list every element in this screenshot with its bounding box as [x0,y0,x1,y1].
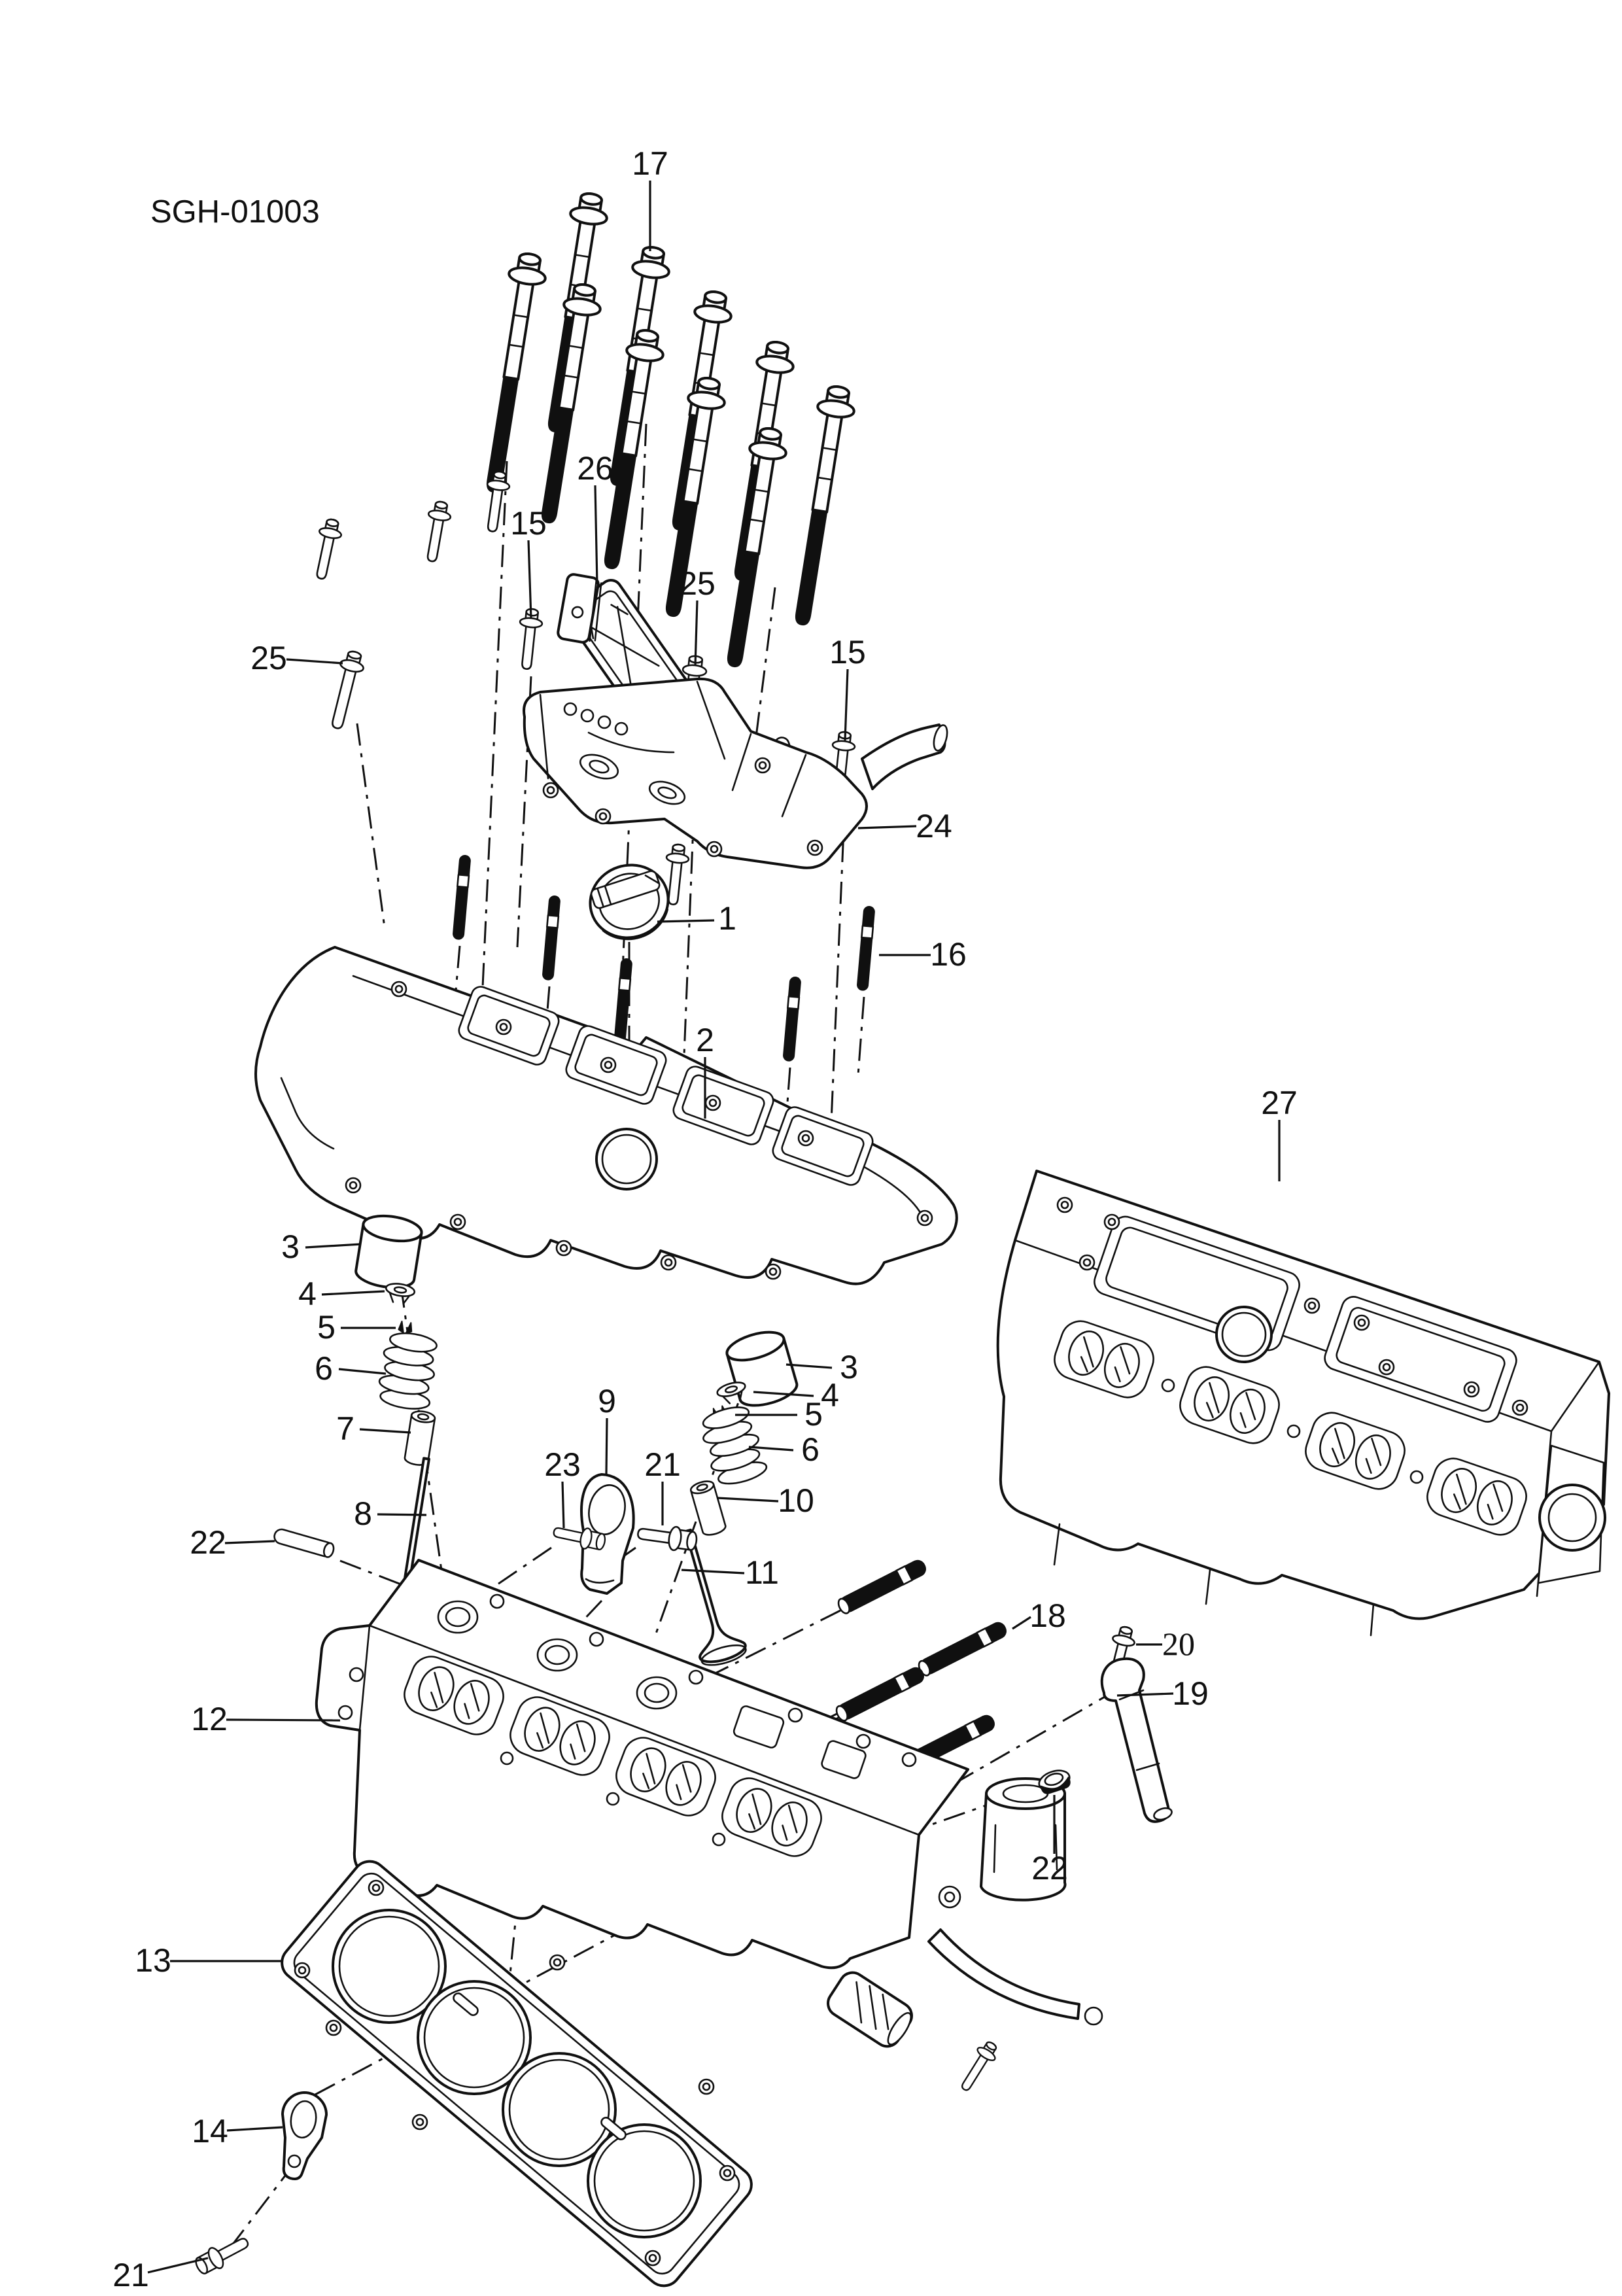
plug-22-right [1038,1769,1071,1794]
callout-11-leader [681,1569,745,1574]
bolt-21-bottom [192,2231,254,2279]
oil-filler-cap-1 [589,863,670,941]
callout-18-leader [1012,1616,1031,1630]
keeper-5-left [397,1320,414,1335]
callout-5-label: 5 [317,1309,336,1346]
callout-4-label: 4 [821,1377,839,1414]
callout-22-label: 22 [1031,1850,1068,1887]
callout-6-label: 6 [801,1431,820,1468]
callout-3-leader [785,1363,833,1369]
callout-19-leader [1116,1692,1174,1697]
callout-23-label: 23 [544,1446,581,1483]
callout-19-label: 19 [1172,1675,1209,1712]
callout-6-leader [748,1446,794,1452]
callout-15-label: 15 [829,634,866,670]
callout-21-label: 21 [644,1446,681,1483]
callout-22-leader [224,1540,275,1544]
callout-26-label: 26 [577,450,613,487]
callout-15-leader [844,669,849,741]
callout-25-label: 25 [250,640,287,676]
bolt-unlabeled [419,499,454,565]
bolt-25-left [324,648,368,732]
tappet-3-left [353,1211,425,1293]
callout-14-leader [226,2126,283,2132]
head-gasket-13 [281,1860,753,2287]
callout-25-leader [286,658,343,665]
callout-4-leader [753,1391,814,1397]
callout-23-leader [561,1481,565,1529]
bolt-unlabeled [309,516,345,582]
dipstick-tube-19 [1100,1657,1173,1823]
callout-7-leader [359,1428,411,1434]
callout-10-leader [717,1497,779,1503]
head-bolts-17 [474,190,859,671]
callout-11-label: 11 [745,1554,779,1591]
callout-3-label: 3 [840,1349,858,1385]
callout-7-label: 7 [336,1410,354,1447]
callout-3-label: 3 [281,1228,300,1265]
callout-14-label: 14 [192,2113,228,2149]
callout-22-label: 22 [190,1524,226,1561]
gasket-bores [332,1909,702,2238]
callout-8-leader [377,1513,427,1516]
callout-16-label: 16 [930,936,967,973]
tappet-3-right [722,1325,802,1412]
assembled-head-27 [996,1170,1610,1637]
stud-16-labeled [856,905,876,992]
callout-25-label: 25 [679,565,716,602]
callout-15-leader [527,540,532,619]
seal-10-right [688,1478,728,1539]
callout-13-label: 13 [135,1942,171,1979]
bolt-21-mid [635,1520,699,1554]
callout-8-label: 8 [354,1495,372,1532]
seal-7-left [403,1408,437,1468]
callout-1-leader [657,919,715,923]
hanger-14 [281,2091,328,2180]
callout-25-leader [694,600,699,667]
callout-17-label: 17 [632,145,668,182]
callout-12-label: 12 [191,1701,228,1737]
callout-26-leader [594,485,598,585]
callout-24-label: 24 [916,808,952,844]
callout-6-leader [338,1368,387,1375]
callout-1-label: 1 [718,900,736,937]
callout-20-label: 20 [1162,1626,1195,1662]
spring-6-left [375,1329,441,1413]
callout-9-label: 9 [598,1383,616,1419]
valve-cover-2 [254,946,958,1285]
manifold-24 [523,677,948,869]
callout-5-label: 5 [804,1396,823,1433]
callout-15-label: 15 [510,505,547,542]
callout-24-leader [857,825,917,829]
callout-6-label: 6 [315,1350,333,1387]
callout-3-leader [305,1243,362,1249]
callout-2-label: 2 [696,1022,714,1058]
callout-4-leader [321,1290,385,1296]
drawing-number-title: SGH-01003 [150,194,320,230]
callout-21-label: 21 [112,2257,149,2293]
dowel-22-left [271,1527,336,1559]
callout-21-leader [147,2257,209,2274]
callout-9-leader [605,1418,608,1475]
callout-18-label: 18 [1029,1597,1066,1634]
stud-18-labeled [916,1619,1010,1679]
callout-4-label: 4 [298,1276,317,1312]
bolt-15-left [514,607,545,671]
callout-10-label: 10 [778,1482,814,1519]
callout-27-label: 27 [1261,1085,1298,1121]
